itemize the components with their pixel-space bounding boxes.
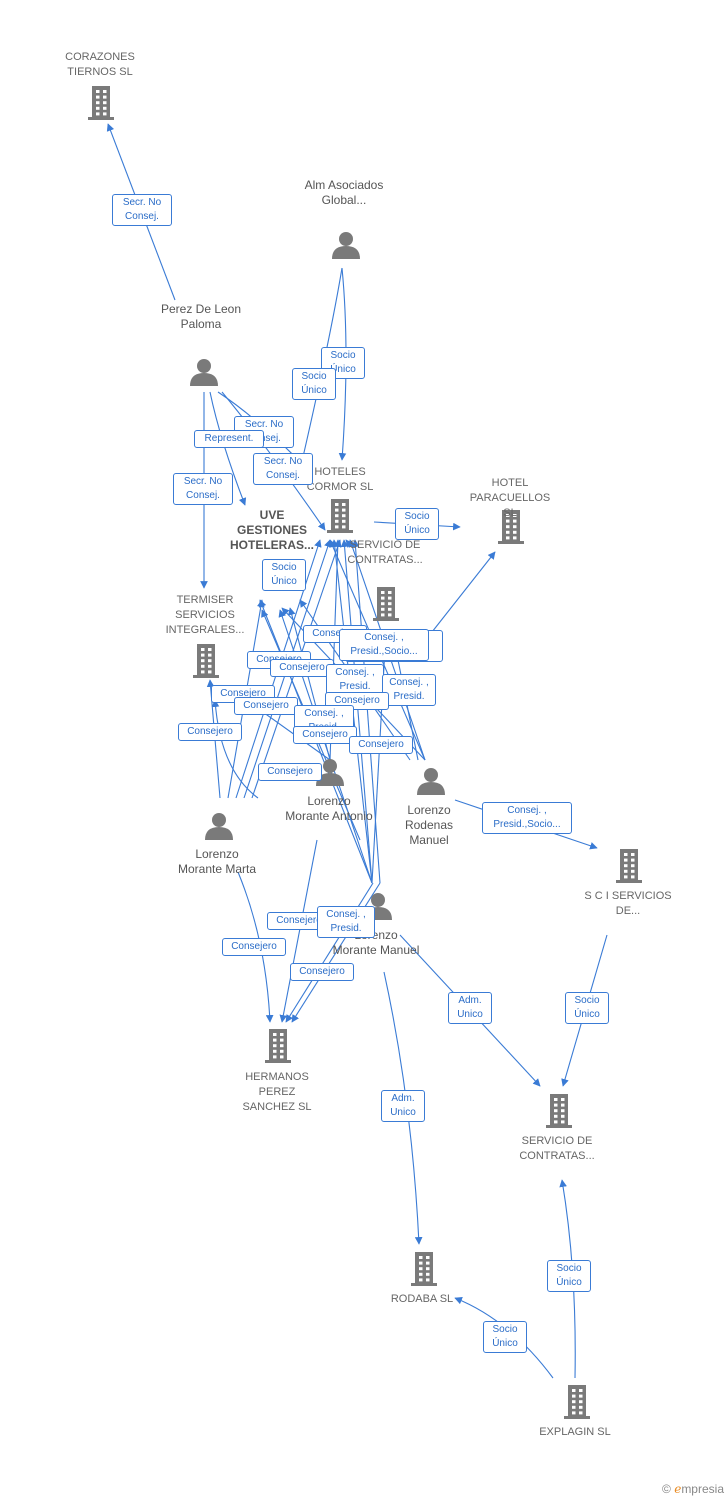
building-icon[interactable]	[327, 499, 353, 533]
building-icon[interactable]	[411, 1252, 437, 1286]
relationship-label[interactable]: Socio Único	[395, 508, 439, 540]
person-icon[interactable]	[190, 359, 218, 386]
company-name-corazones[interactable]: CORAZONES TIERNOS SL	[65, 51, 135, 78]
relationship-edge	[279, 839, 318, 1023]
relationship-label[interactable]: Consej. , Presid.,Socio...	[482, 802, 572, 834]
person-name-perez-paloma[interactable]: Perez De Leon Paloma	[160, 302, 242, 331]
brand-initial: e	[674, 1482, 682, 1496]
building-icon[interactable]	[193, 644, 219, 678]
person-name-lorenzo-marta[interactable]: Lorenzo Morante Marta	[177, 847, 257, 876]
relationship-label[interactable]: Consejero	[293, 726, 357, 744]
relationship-label[interactable]: Secr. No Consej.	[112, 194, 172, 226]
relationship-label[interactable]: Consejero	[178, 723, 242, 741]
relationship-label[interactable]: Socio Único	[292, 368, 336, 400]
person-icon[interactable]	[316, 759, 344, 786]
company-name-rodaba[interactable]: RODABA SL	[390, 1293, 454, 1305]
empresia-brand: © empresia	[662, 1482, 724, 1496]
company-name-hoteles-cormor[interactable]: HOTELES CORMOR SL	[306, 466, 374, 493]
relationship-label[interactable]: Secr. No Consej.	[173, 473, 233, 505]
relationship-label[interactable]: Consejero	[290, 963, 354, 981]
building-icon[interactable]	[546, 1094, 572, 1128]
relationship-label[interactable]: Represent.	[194, 430, 264, 448]
relationship-label[interactable]: Consej. , Presid.	[317, 906, 375, 938]
person-icon[interactable]	[332, 232, 360, 259]
relationship-label[interactable]: Consejero	[258, 763, 322, 781]
person-name-lorenzo-rodenas[interactable]: Lorenzo Rodenas Manuel	[404, 803, 454, 847]
relationship-label[interactable]: Consejero	[349, 736, 413, 754]
relationship-edge	[211, 699, 259, 799]
relationship-label[interactable]: Socio Único	[565, 992, 609, 1024]
company-name-hermanos[interactable]: HERMANOS PEREZ SANCHEZ SL	[242, 1071, 312, 1113]
person-icon[interactable]	[417, 768, 445, 795]
relationship-label[interactable]: Consej. , Presid.	[382, 674, 436, 706]
relationship-edge	[431, 551, 496, 633]
relationship-label[interactable]: Secr. No Consej.	[253, 453, 313, 485]
building-icon[interactable]	[498, 510, 524, 544]
company-name-explagin[interactable]: EXPLAGIN SL	[539, 1426, 611, 1438]
person-name-alm[interactable]: Alm Asociados Global...	[304, 178, 384, 207]
company-name-termiser[interactable]: TERMISER SERVICIOS INTEGRALES...	[165, 594, 245, 636]
company-name-uve[interactable]: UVE GESTIONES HOTELERAS...	[229, 508, 314, 552]
building-icon[interactable]	[88, 86, 114, 120]
company-name-servicio-contratas-1[interactable]: SERVICIO DE CONTRATAS...	[347, 539, 423, 566]
relationship-label[interactable]: Consej. , Presid.,Socio...	[339, 629, 429, 661]
copyright-symbol: ©	[662, 1482, 671, 1496]
building-icon[interactable]	[616, 849, 642, 883]
person-icon[interactable]	[205, 813, 233, 840]
brand-name: mpresia	[681, 1482, 724, 1496]
building-icon[interactable]	[373, 587, 399, 621]
relationship-label[interactable]: Socio Único	[262, 559, 306, 591]
company-name-hotel-paracuellos[interactable]: HOTEL PARACUELLOS SL	[469, 477, 551, 519]
relationship-label[interactable]: Socio Único	[483, 1321, 527, 1353]
company-name-sci[interactable]: S C I SERVICIOS DE...	[584, 890, 672, 917]
relationship-label[interactable]: Consej. , Presid.	[326, 664, 384, 696]
relationship-label[interactable]: Socio Único	[321, 347, 365, 379]
building-icon[interactable]	[564, 1385, 590, 1419]
relationship-edge	[340, 539, 373, 884]
company-name-servicio-contratas-2[interactable]: SERVICIO DE CONTRATAS...	[519, 1135, 595, 1162]
relationship-label[interactable]: Consejero	[270, 659, 334, 677]
relationship-label[interactable]: Socio Único	[547, 1260, 591, 1292]
relationship-label[interactable]: Consejero	[234, 697, 298, 715]
relationship-edge	[351, 539, 381, 884]
relationship-label[interactable]: Adm. Unico	[448, 992, 492, 1024]
building-icon[interactable]	[265, 1029, 291, 1063]
relationship-label[interactable]: Adm. Unico	[381, 1090, 425, 1122]
person-name-lorenzo-antonio[interactable]: Lorenzo Morante Antonio	[285, 794, 373, 823]
relationship-label[interactable]: Consejero	[222, 938, 286, 956]
